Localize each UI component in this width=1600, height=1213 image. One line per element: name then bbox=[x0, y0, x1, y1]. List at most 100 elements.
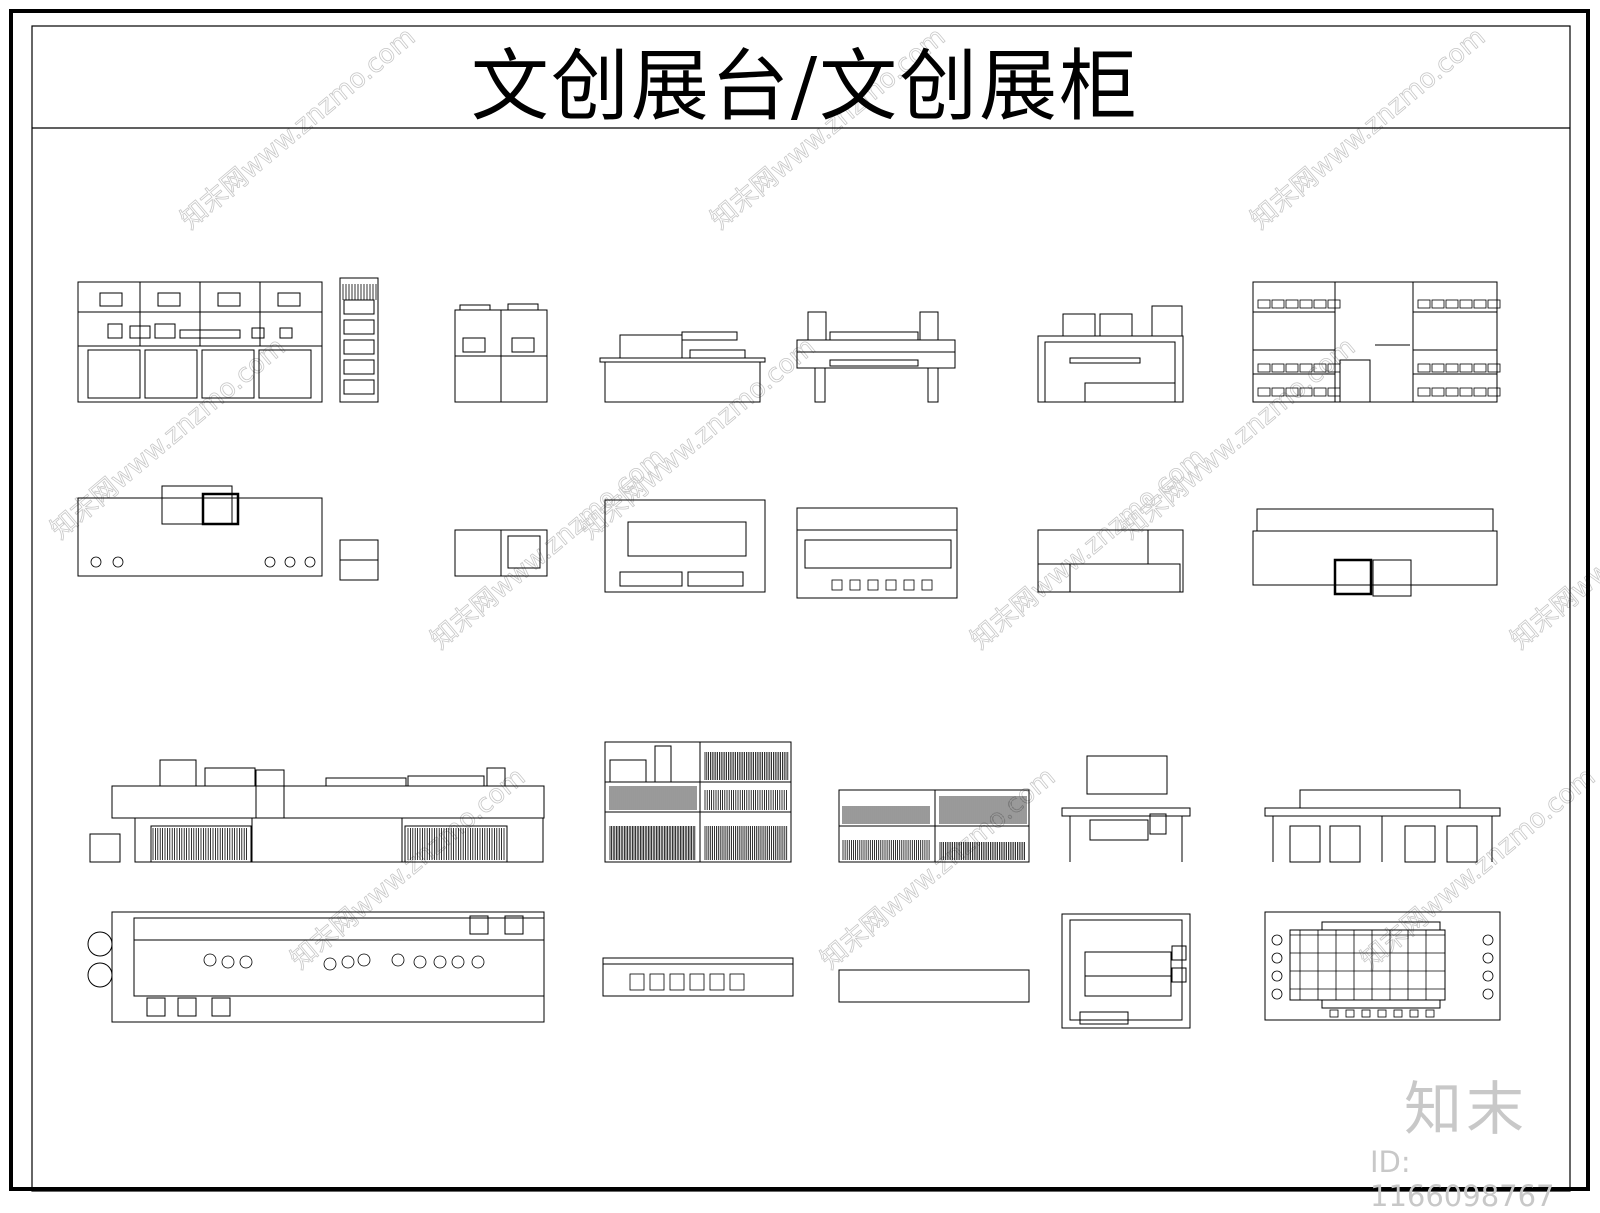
frame-icon bbox=[709, 973, 725, 991]
book-stack bbox=[1285, 299, 1299, 309]
display-table-elevation-1 bbox=[599, 331, 766, 403]
tile-icon bbox=[867, 579, 879, 591]
book-stack bbox=[1271, 363, 1285, 373]
book-stack bbox=[1445, 363, 1459, 373]
bookshelf-plan-2 bbox=[838, 969, 1030, 1003]
book-stack bbox=[1285, 387, 1299, 397]
book-stack bbox=[1327, 387, 1341, 397]
cabinet-plan-2 bbox=[454, 529, 548, 577]
stool-icon bbox=[1271, 952, 1283, 964]
display-island-elevation bbox=[1264, 789, 1501, 863]
item-icon bbox=[112, 556, 124, 568]
book-stack bbox=[1473, 387, 1487, 397]
stool-icon bbox=[1482, 970, 1494, 982]
plate-icon bbox=[203, 953, 217, 967]
tile-icon bbox=[903, 579, 915, 591]
book-stack bbox=[1445, 387, 1459, 397]
bag-display-plan bbox=[1037, 529, 1184, 593]
reception-desk-plan bbox=[1061, 913, 1191, 1029]
display-table-elevation-2 bbox=[796, 311, 956, 403]
book-stack bbox=[1417, 299, 1431, 309]
book-stack bbox=[1459, 363, 1473, 373]
item-icon bbox=[284, 556, 296, 568]
book-stack bbox=[1473, 363, 1487, 373]
book-stack bbox=[1257, 387, 1271, 397]
watermark-text: 知末网www.znzmo.com bbox=[815, 762, 1061, 975]
watermark-layer: 知末网www.znzmo.com 知末网www.znzmo.com 知末网www.z… bbox=[45, 22, 1600, 976]
plate-icon bbox=[471, 955, 485, 969]
book-stack bbox=[1299, 387, 1313, 397]
reception-desk-elevation bbox=[1061, 755, 1191, 862]
stool-icon bbox=[1271, 934, 1283, 946]
stool-icon bbox=[1482, 952, 1494, 964]
watermark-text: 知末网www.znzmo.com bbox=[965, 442, 1211, 655]
book-stack bbox=[1327, 363, 1341, 373]
tile-icon bbox=[849, 579, 861, 591]
book-stack bbox=[1487, 363, 1501, 373]
plate-icon bbox=[433, 955, 447, 969]
watermark-text: 知末网www.znzmo.com bbox=[425, 442, 671, 655]
book-stack bbox=[1313, 299, 1327, 309]
book-stack bbox=[1417, 387, 1431, 397]
frame-icon bbox=[629, 973, 645, 991]
stool-icon bbox=[1345, 1009, 1355, 1018]
bookshelf-elevation-1 bbox=[604, 741, 792, 863]
display-table-plan-2 bbox=[796, 507, 958, 599]
plate-icon bbox=[341, 955, 355, 969]
book-stack bbox=[1257, 299, 1271, 309]
book-stack bbox=[1299, 299, 1313, 309]
book-stack bbox=[1459, 387, 1473, 397]
shelving-elevation bbox=[1252, 281, 1498, 403]
bookshelf-elevation-2 bbox=[838, 789, 1030, 863]
item-icon bbox=[304, 556, 316, 568]
book-stack bbox=[1313, 387, 1327, 397]
plate-icon bbox=[221, 955, 235, 969]
stool-icon bbox=[1409, 1009, 1419, 1018]
book-stack bbox=[1473, 299, 1487, 309]
book-stack bbox=[1431, 363, 1445, 373]
book-stack bbox=[1431, 387, 1445, 397]
bag-display-elevation bbox=[1037, 305, 1184, 403]
watermark-id: ID: 1166098767 bbox=[1370, 1145, 1555, 1213]
stool-icon bbox=[1393, 1009, 1403, 1018]
cabinet-plan-1 bbox=[77, 485, 379, 581]
display-table-plan-1 bbox=[604, 499, 766, 593]
book-stack bbox=[1271, 299, 1285, 309]
plate-icon bbox=[451, 955, 465, 969]
book-stack bbox=[1459, 299, 1473, 309]
shelving-plan bbox=[1252, 508, 1498, 597]
long-counter-elevation bbox=[89, 759, 545, 863]
plate-icon bbox=[391, 953, 405, 967]
stool-icon bbox=[1271, 988, 1283, 1000]
watermark-text: 知末网www.znzmo.com bbox=[1355, 762, 1600, 975]
stool-icon bbox=[1271, 970, 1283, 982]
book-stack bbox=[1271, 387, 1285, 397]
stool-icon bbox=[1425, 1009, 1435, 1018]
watermark-text: 知末网www.znzmo.com bbox=[285, 762, 531, 975]
book-stack bbox=[1327, 299, 1341, 309]
book-stack bbox=[1257, 363, 1271, 373]
bookshelf-plan-1 bbox=[602, 957, 794, 997]
detail-layer bbox=[90, 284, 1501, 1018]
watermark-brand: 知末 bbox=[1404, 1075, 1529, 1143]
book-stack bbox=[1285, 363, 1299, 373]
tile-icon bbox=[885, 579, 897, 591]
frame-icon bbox=[689, 973, 705, 991]
stool-icon bbox=[1329, 1009, 1339, 1018]
stool-icon bbox=[1377, 1009, 1387, 1018]
long-counter-plan bbox=[87, 911, 545, 1023]
cabinet-elevation-1 bbox=[77, 277, 379, 403]
watermark-text: 知末网www.znzmo.com bbox=[1505, 442, 1600, 655]
cabinet-elevation-2 bbox=[454, 303, 548, 403]
book-stack bbox=[1313, 363, 1327, 373]
plate-icon bbox=[357, 953, 371, 967]
item-icon bbox=[90, 556, 102, 568]
book-stack bbox=[1487, 387, 1501, 397]
book-stack bbox=[1487, 299, 1501, 309]
plate-icon bbox=[239, 955, 253, 969]
book-stack bbox=[1299, 363, 1313, 373]
tile-icon bbox=[831, 579, 843, 591]
frame-icon bbox=[669, 973, 685, 991]
stool-icon bbox=[1482, 934, 1494, 946]
